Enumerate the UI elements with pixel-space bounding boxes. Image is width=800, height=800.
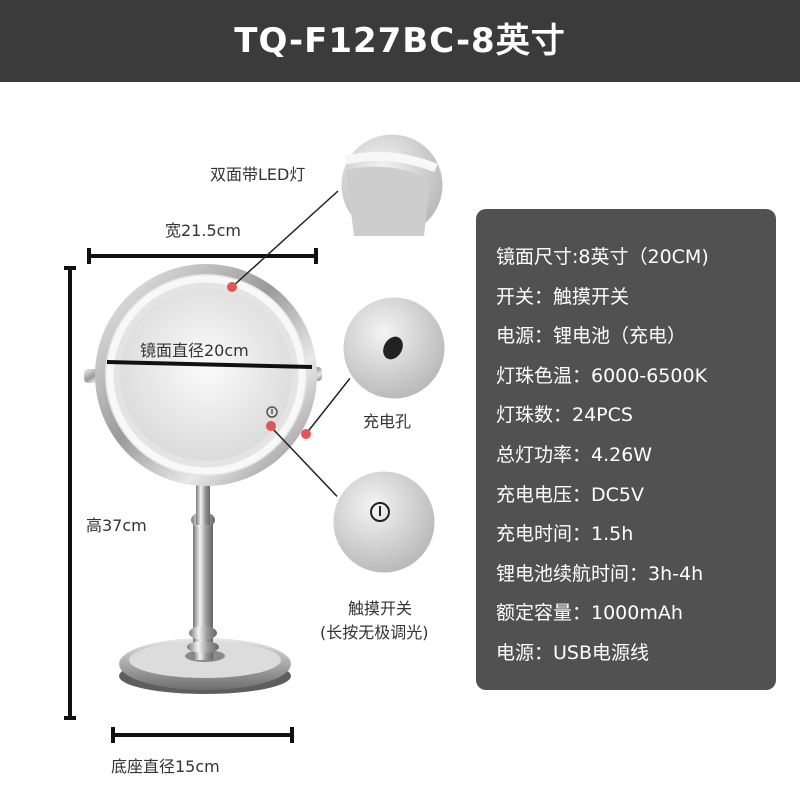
- touch-switch-marker: [266, 421, 276, 431]
- spec-item: 开关：触摸开关: [496, 285, 630, 308]
- charging-port-zoom-circle: [340, 294, 448, 402]
- touch-switch-zoom-circle: [330, 468, 438, 576]
- spec-item: 锂电池续航时间：3h-4h: [496, 562, 704, 585]
- mirror-diameter-line: [106, 360, 313, 369]
- charging-port-marker: [301, 429, 311, 439]
- spec-item: 灯珠色温：6000-6500K: [496, 364, 708, 387]
- spec-item: 额定容量：1000mAh: [496, 602, 683, 625]
- mirror-stand: [187, 485, 219, 660]
- width-label: 宽21.5cm: [165, 221, 242, 240]
- touch-switch-note: (长按无极调光): [320, 623, 429, 642]
- led-marker: [227, 282, 237, 292]
- mirror-base: [119, 638, 291, 694]
- spec-item: 灯珠数：24PCS: [496, 404, 633, 427]
- height-dimension-line: [64, 266, 76, 720]
- spec-item: 充电时间：1.5h: [496, 523, 634, 546]
- spec-item: 电源：锂电池（充电）: [496, 325, 687, 348]
- charging-port-label: 充电孔: [363, 412, 412, 431]
- base-diameter-label: 底座直径15cm: [111, 757, 220, 776]
- page-title: TQ-F127BC-8英寸: [0, 0, 800, 82]
- led-label: 双面带LED灯: [210, 165, 306, 184]
- spec-panel: 镜面尺寸:8英寸（20CM) 开关：触摸开关 电源：锂电池（充电） 灯珠色温：6…: [476, 209, 776, 690]
- height-label: 高37cm: [86, 516, 147, 535]
- led-zoom-circle: [338, 131, 446, 239]
- spec-list: 镜面尺寸:8英寸（20CM) 开关：触摸开关 电源：锂电池（充电） 灯珠色温：6…: [476, 209, 776, 674]
- width-dimension-line: [87, 248, 318, 264]
- spec-item: 总灯功率：4.26W: [496, 443, 653, 466]
- spec-item: 充电电压：DC5V: [496, 483, 644, 506]
- base-dimension-line: [111, 727, 294, 743]
- spec-item: 电源：USB电源线: [496, 641, 650, 664]
- touch-switch-label: 触摸开关: [348, 599, 413, 618]
- mirror-head: [95, 264, 317, 486]
- mirror-diameter-label: 镜面直径20cm: [140, 341, 249, 360]
- spec-item: 镜面尺寸:8英寸（20CM): [496, 246, 709, 268]
